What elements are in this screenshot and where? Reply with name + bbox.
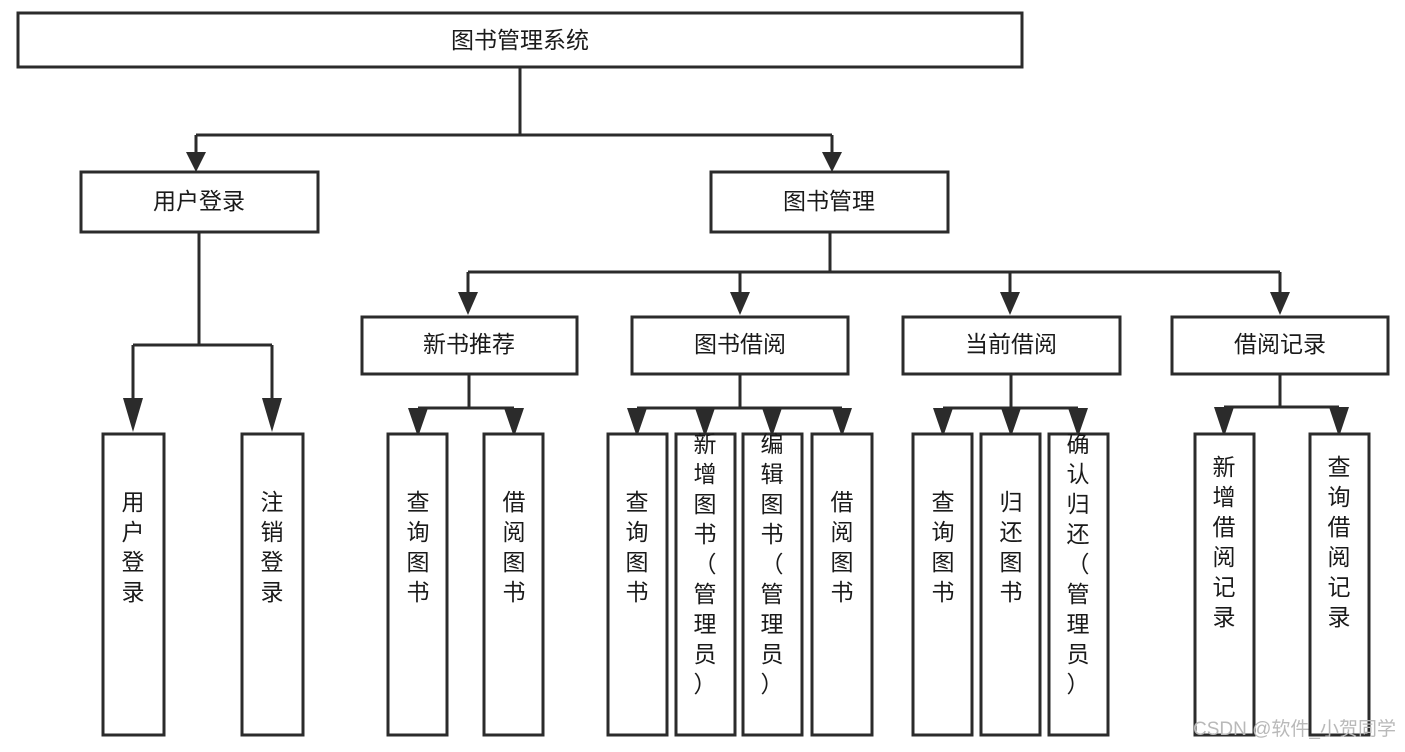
node-new-book-recommend-label: 新书推荐 [423, 331, 515, 357]
node-new-book-recommend[interactable]: 新书推荐 [360, 315, 579, 376]
leaf-borrow-borrow[interactable]: 借阅图书 [810, 432, 874, 737]
arrow-head-leaf-b-edit [762, 408, 782, 437]
leaf-borrow-query-box[interactable] [606, 432, 669, 737]
arrow-head-leaf-user-login [123, 398, 143, 432]
node-borrow-record[interactable]: 借阅记录 [1170, 315, 1390, 376]
arrow-head-book-mgmt [822, 152, 842, 172]
leaf-record-query[interactable]: 查询借阅记录 [1308, 432, 1371, 737]
arrow-head-leaf-b-query [627, 408, 647, 437]
arrow-head-book-borrow [730, 292, 750, 315]
leaf-logout-label: 注销登录 [261, 489, 284, 605]
leaf-borrow-edit-label: 编辑图书（管理员） [761, 431, 784, 697]
arrow-head-current-borrow [1000, 292, 1020, 315]
leaf-logout[interactable]: 注销登录 [240, 432, 305, 737]
leaf-record-add[interactable]: 新增借阅记录 [1193, 432, 1256, 737]
leaf-borrow-add-label: 新增图书（管理员） [694, 431, 717, 697]
node-user-login-label: 用户登录 [153, 188, 245, 214]
leaf-current-query-box[interactable] [911, 432, 974, 737]
node-current-borrow[interactable]: 当前借阅 [901, 315, 1122, 376]
watermark-label: CSDN @软件_小贺同学 [1193, 718, 1396, 740]
node-new-book-recommend-box[interactable] [360, 315, 579, 376]
arrow-head-leaf-c-confirm [1068, 408, 1088, 437]
arrow-head-leaf-c-return [1001, 408, 1021, 437]
arrow-head-leaf-c-query [933, 408, 953, 437]
leaf-newbook-borrow[interactable]: 借阅图书 [482, 432, 545, 737]
leaf-borrow-edit-box[interactable] [741, 432, 804, 737]
node-current-borrow-box[interactable] [901, 315, 1122, 376]
arrow-head-leaf-nb-borrow [504, 408, 524, 437]
leaf-logout-box[interactable] [240, 432, 305, 737]
leaf-borrow-edit[interactable]: 编辑图书（管理员） [741, 431, 804, 737]
leaf-borrow-borrow-label: 借阅图书 [831, 489, 854, 605]
node-book-management-label: 图书管理 [783, 188, 875, 214]
leaf-current-return-box[interactable] [979, 432, 1042, 737]
connector-borrow-to-leaves [635, 374, 844, 415]
leaf-newbook-borrow-label: 借阅图书 [503, 489, 526, 605]
node-borrow-record-box[interactable] [1170, 315, 1390, 376]
connector-root-to-level2 [194, 67, 834, 158]
arrow-head-leaf-r-add [1214, 407, 1234, 437]
leaf-current-confirm-label: 确认归还（管理员） [1067, 431, 1090, 697]
connector-layer [123, 67, 1349, 437]
leaf-borrow-query[interactable]: 查询图书 [606, 432, 669, 737]
leaf-user-login[interactable]: 用户登录 [101, 432, 166, 737]
node-book-management[interactable]: 图书管理 [709, 170, 950, 234]
arrow-head-new-book [458, 292, 478, 315]
leaf-user-login-box[interactable] [101, 432, 166, 737]
connector-record-to-leaves [1222, 374, 1341, 415]
connector-newbook-to-leaves [416, 374, 516, 415]
leaf-record-query-label: 查询借阅记录 [1328, 454, 1351, 630]
leaf-newbook-query-label: 查询图书 [407, 489, 430, 605]
leaf-current-query-label: 查询图书 [932, 489, 955, 605]
leaf-borrow-add[interactable]: 新增图书（管理员） [674, 431, 737, 737]
node-root-label: 图书管理系统 [451, 27, 589, 53]
leaf-current-return-label: 归还图书 [1000, 489, 1023, 605]
node-book-borrow-label: 图书借阅 [694, 331, 786, 357]
node-current-borrow-label: 当前借阅 [965, 331, 1057, 357]
node-book-borrow-box[interactable] [630, 315, 850, 376]
node-user-login[interactable]: 用户登录 [79, 170, 320, 234]
arrow-head-leaf-r-query [1329, 407, 1349, 437]
leaf-borrow-query-label: 查询图书 [626, 489, 649, 605]
node-book-borrow[interactable]: 图书借阅 [630, 315, 850, 376]
node-book-management-box[interactable] [709, 170, 950, 234]
leaf-record-query-box[interactable] [1308, 432, 1371, 737]
node-borrow-record-label: 借阅记录 [1234, 331, 1326, 357]
leaf-record-add-label: 新增借阅记录 [1213, 454, 1236, 630]
node-root[interactable]: 图书管理系统 [16, 11, 1024, 69]
leaf-newbook-query-box[interactable] [386, 432, 449, 737]
leaf-newbook-query[interactable]: 查询图书 [386, 432, 449, 737]
leaf-current-confirm-box[interactable] [1047, 432, 1110, 737]
leaf-current-confirm[interactable]: 确认归还（管理员） [1047, 431, 1110, 737]
arrow-head-user-login [186, 152, 206, 172]
leaf-borrow-borrow-box[interactable] [810, 432, 874, 737]
leaf-newbook-borrow-box[interactable] [482, 432, 545, 737]
node-root-box[interactable] [16, 11, 1024, 69]
leaf-record-add-box[interactable] [1193, 432, 1256, 737]
arrow-head-leaf-logout [262, 398, 282, 432]
leaf-user-login-label: 用户登录 [122, 489, 145, 605]
leaf-borrow-add-box[interactable] [674, 432, 737, 737]
arrow-head-leaf-b-borrow [832, 408, 852, 437]
leaf-current-query[interactable]: 查询图书 [911, 432, 974, 737]
leaf-current-return[interactable]: 归还图书 [979, 432, 1042, 737]
arrow-head-borrow-record [1270, 292, 1290, 315]
node-user-login-box[interactable] [79, 170, 320, 234]
connector-bookmgmt-to-level3 [466, 232, 1282, 300]
arrow-head-leaf-b-add [695, 408, 715, 437]
connector-userlogin-to-leaves [131, 232, 274, 400]
arrow-head-leaf-nb-query [408, 408, 428, 437]
